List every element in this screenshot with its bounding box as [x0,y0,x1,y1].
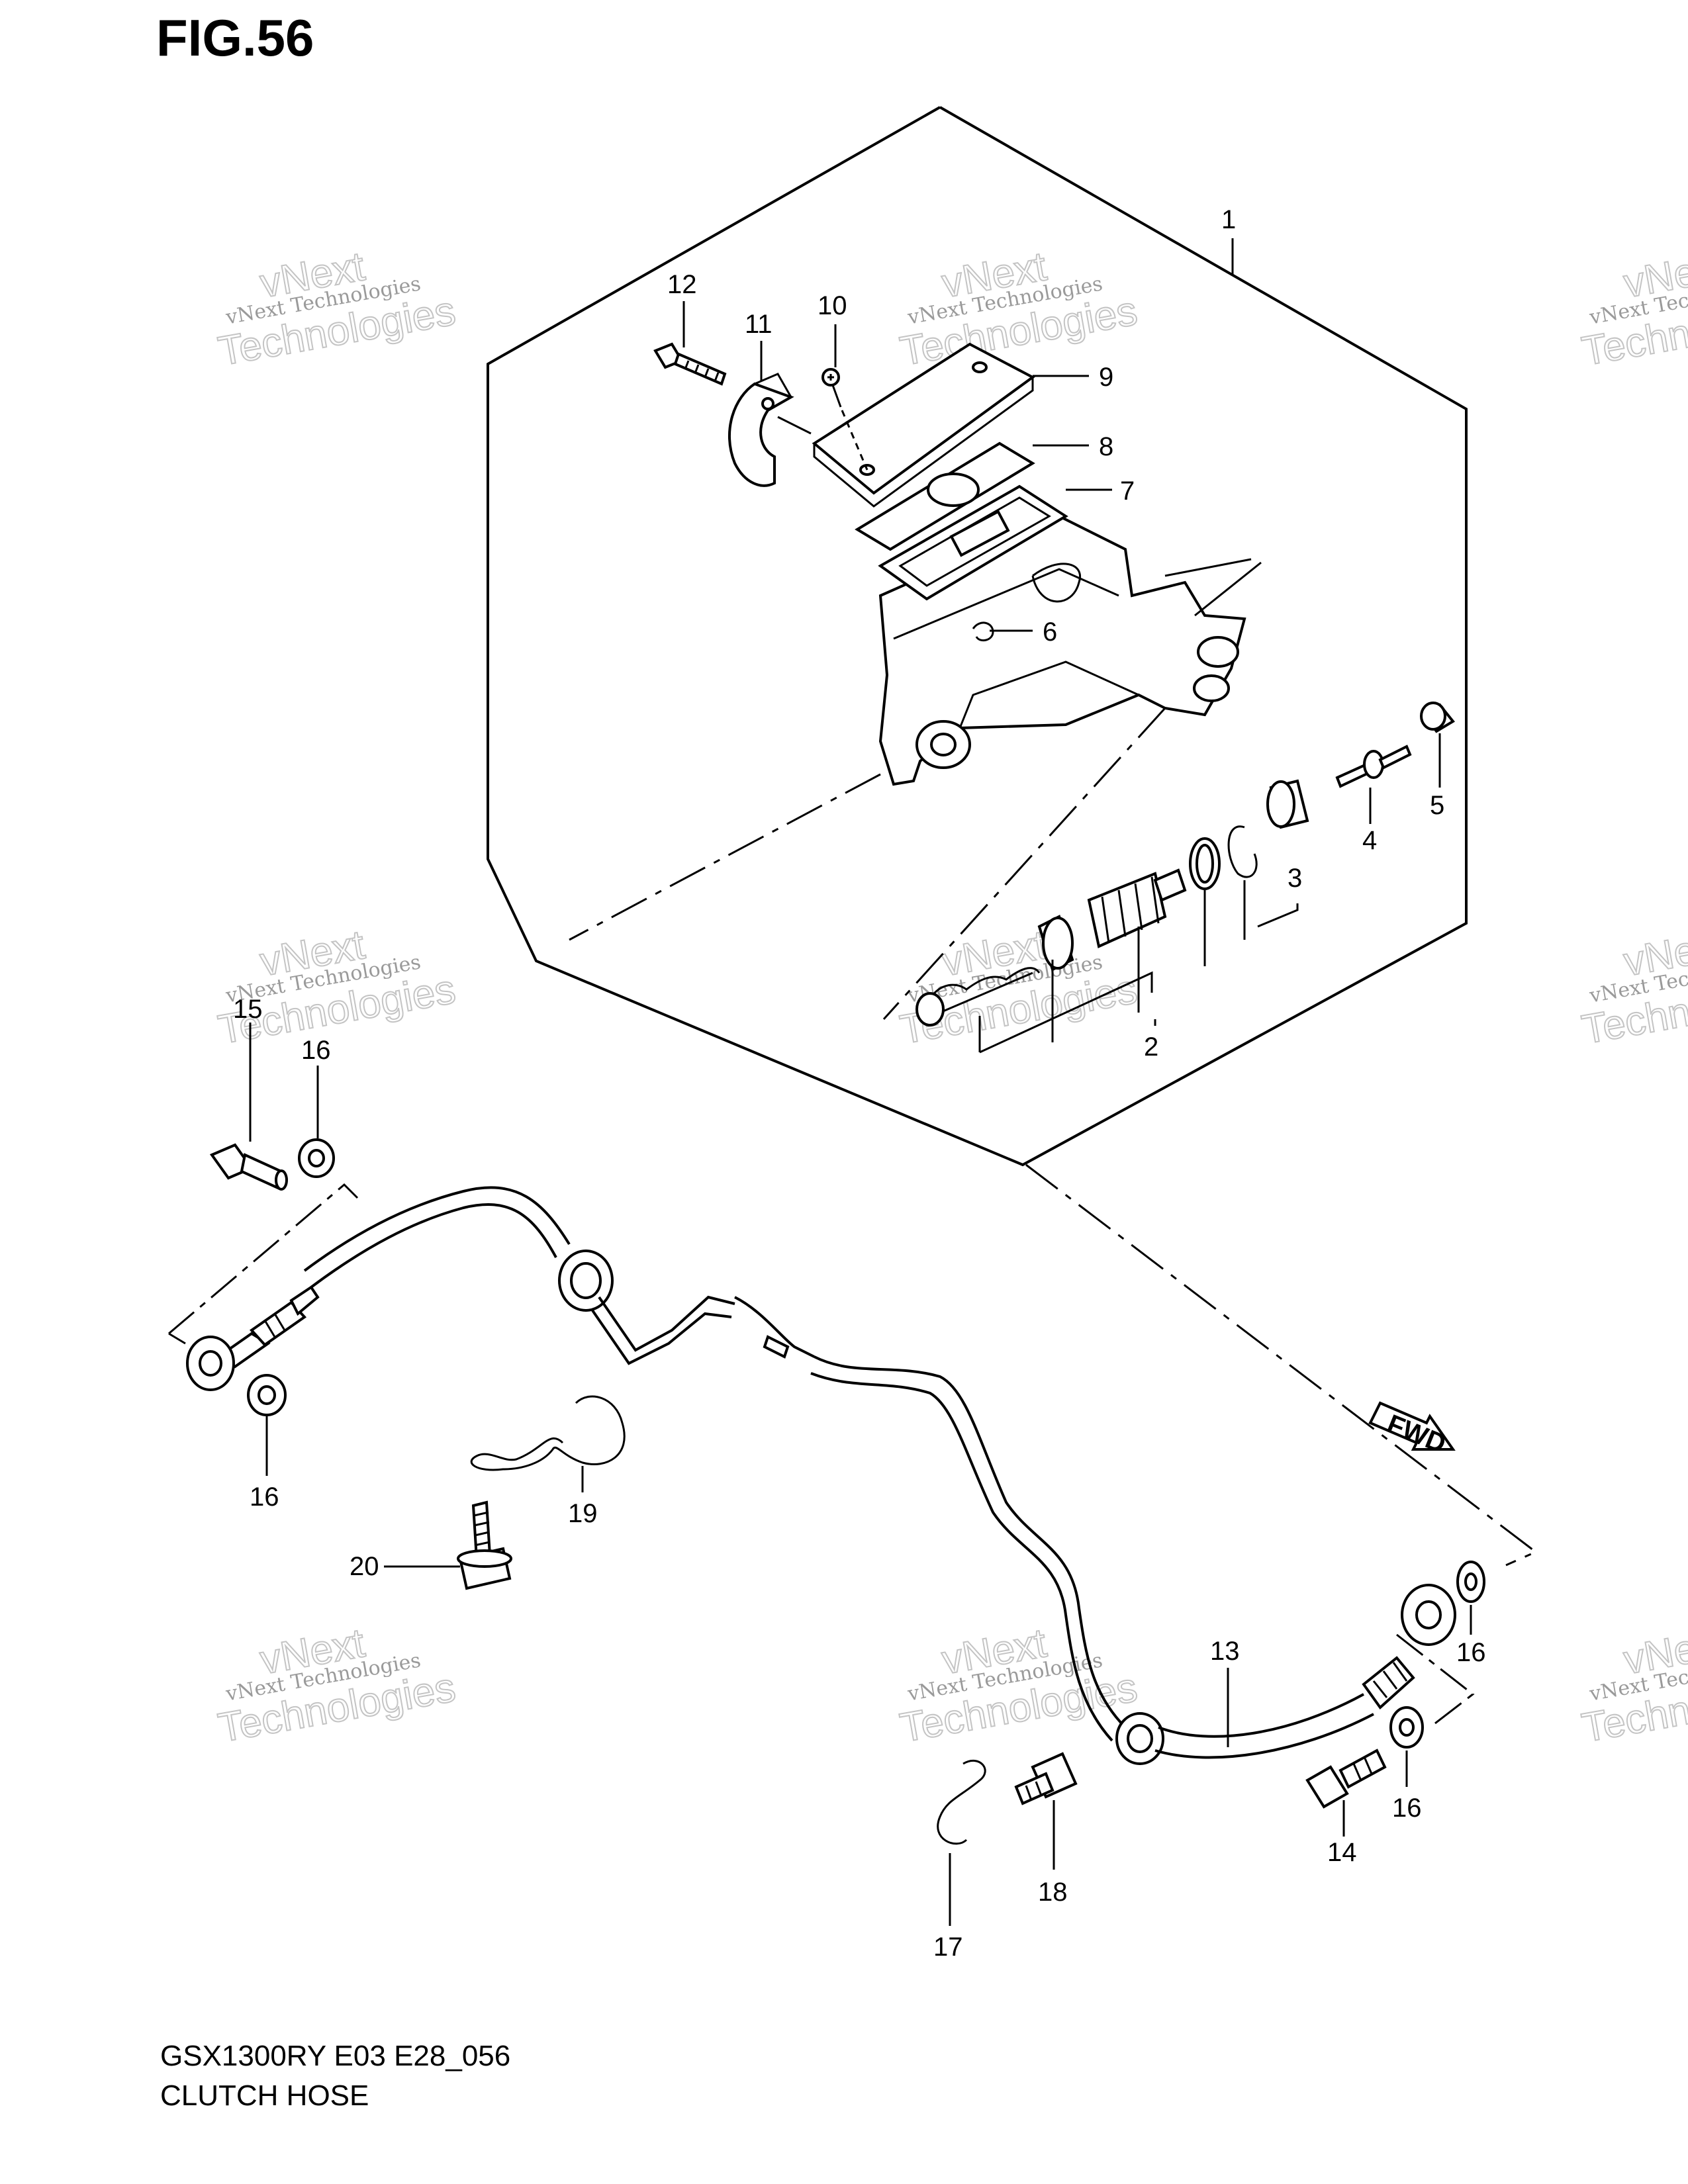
reservoir-screw [821,368,868,471]
hose-guide-bolt [1014,1752,1078,1805]
diaphragm-plate [855,441,1035,551]
body-circlip [972,621,994,642]
section-name-label: CLUTCH HOSE [160,2079,369,2112]
hose-clamp [470,1395,626,1471]
assembly-boundary [487,106,1468,1167]
banjo-bolt-upper [209,1143,288,1191]
callout-14: 14 [1327,1838,1357,1867]
watermark: vNext vNext Technologies Technologies [1578,243,1688,375]
fwd-label: FWD [1383,1409,1450,1459]
callout-19: 19 [568,1499,598,1528]
hose-guide-clamp [937,1759,986,1845]
assembly-line [882,707,1166,1021]
clamp-bolt [653,342,727,386]
callout-16: 16 [301,1036,331,1065]
callout-15: 15 [233,995,263,1024]
assembly-line [569,773,881,941]
push-rod [1335,745,1412,788]
handlebar-clamp [728,373,812,487]
callout-10: 10 [818,291,847,320]
assembly-line [1025,1163,1538,1567]
leader-lines [249,238,1472,1926]
sealing-washer [1389,1706,1424,1749]
callout-7: 7 [1120,477,1135,506]
callout-bracket [979,971,1153,1054]
assembly-line [168,1183,359,1335]
watermark: vNext vNext Technologies Technologies [1578,1619,1688,1752]
callout-8: 8 [1099,432,1113,461]
callout-17: 17 [933,1933,963,1962]
callout-6: 6 [1043,617,1057,647]
callout-bracket [1203,880,1299,966]
callout-2: 2 [1144,1032,1158,1062]
watermark: vNext vNext Technologies Technologies [896,243,1141,375]
callout-1: 1 [1221,205,1236,234]
reservoir-cap [812,342,1035,508]
sealing-washer [247,1374,287,1416]
callout-3: 3 [1288,864,1302,893]
sealing-washer [298,1138,335,1178]
callout-5: 5 [1430,791,1444,820]
assembly-line [1194,561,1262,617]
callout-11: 11 [745,310,773,339]
clutch-hose [186,1186,1456,1765]
callout-12: 12 [667,270,697,299]
callout-16: 16 [1456,1638,1486,1667]
sealing-washer [1456,1561,1485,1603]
watermark: vNext vNext Technologies Technologies [1578,921,1688,1054]
callout-13: 13 [1210,1637,1240,1666]
reservoir-gasket [878,484,1068,601]
watermark: vNext vNext Technologies Technologies [214,921,459,1054]
callout-4: 4 [1362,826,1377,855]
push-rod-nut [1420,702,1455,733]
piston-assembly [915,868,1187,1026]
callout-16: 16 [250,1482,279,1512]
callout-9: 9 [1099,363,1113,392]
watermark: vNext vNext Technologies Technologies [214,243,459,375]
assembly-line [1396,1633,1475,1729]
assembly-line [168,1332,186,1345]
banjo-bolt-lower [1305,1749,1387,1809]
callout-18: 18 [1038,1878,1068,1907]
master-cylinder-body [878,514,1252,786]
callout-20: 20 [350,1552,379,1581]
figure-title: FIG.56 [156,9,314,67]
watermark: vNext vNext Technologies Technologies [214,1619,459,1752]
piston-seal-set [1189,779,1309,890]
callout-labels: 1 2 3 4 5 6 7 8 9 10 11 12 13 14 15 16 1… [233,205,1486,1962]
clamp-bolt-lower [457,1500,512,1590]
callout-16: 16 [1392,1794,1422,1823]
model-code-label: GSX1300RY E03 E28_056 [160,2040,511,2072]
fwd-arrow-icon: FWD [1368,1401,1456,1459]
